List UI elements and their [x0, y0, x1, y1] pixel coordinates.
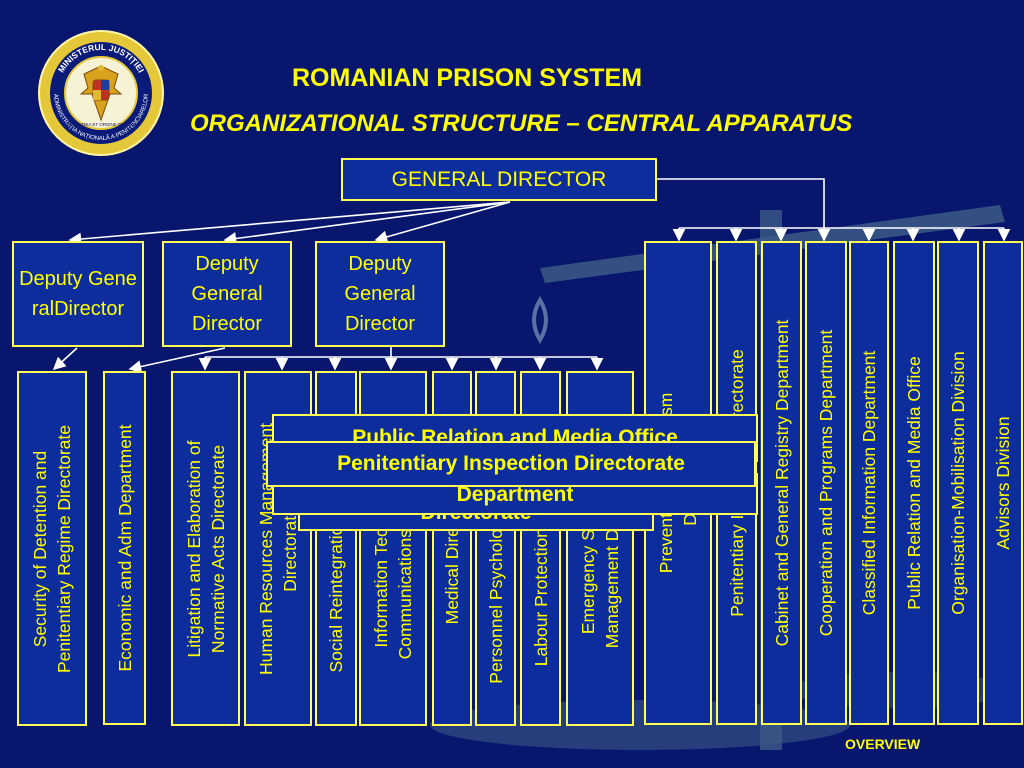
organisation-mobilisation-box[interactable]: Organisation-Mobilisation Division: [937, 241, 979, 725]
department-label: Economic and Adm Department: [114, 424, 135, 672]
deputy-general-director-2-box[interactable]: Deputy General Director: [162, 241, 292, 347]
logo-motto: PRO PATRIA ET ORDINE PUBLICA: [65, 122, 138, 127]
department-label: Cabinet and General Registry Department: [771, 319, 792, 647]
coat-of-arms-icon: [79, 65, 123, 122]
ministry-logo: MINISTERUL JUSTIȚIEI ADMINISTRAȚIA NAȚIO…: [36, 28, 166, 158]
department-label: Public Relation and Media Office: [904, 356, 924, 610]
deputy-3-label: Deputy General Director: [344, 253, 416, 335]
deputy-2-label: Deputy General Director: [191, 253, 263, 335]
page-subtitle: ORGANIZATIONAL STRUCTURE – CENTRAL APPAR…: [190, 110, 853, 137]
department-label: Advisors Division: [993, 416, 1013, 550]
page-title: ROMANIAN PRISON SYSTEM: [292, 64, 643, 92]
classified-information-box[interactable]: Classified Information Department: [849, 241, 889, 725]
deputy-general-director-1-box[interactable]: Deputy GeneralDirector: [12, 241, 144, 347]
public-relation-media-box[interactable]: Public Relation and Media Office: [893, 241, 935, 725]
deputy-1-label: Deputy GeneralDirector: [19, 268, 137, 320]
advisors-division-box[interactable]: Advisors Division: [983, 241, 1023, 725]
department-label: Organisation-Mobilisation Division: [948, 351, 968, 615]
overlay-penitentiary-inspection-box: Penitentiary Inspection Directorate: [266, 441, 756, 487]
department-label: Cooperation and Programs Department: [816, 329, 836, 637]
cabinet-general-registry-box[interactable]: Cabinet and General Registry Department: [761, 241, 802, 725]
general-director-box[interactable]: GENERAL DIRECTOR: [341, 158, 657, 201]
cooperation-programs-box[interactable]: Cooperation and Programs Department: [805, 241, 847, 725]
economic-and-adm-box[interactable]: Economic and Adm Department: [103, 371, 146, 725]
department-label: Classified Information Department: [859, 350, 879, 616]
deputy-general-director-3-box[interactable]: Deputy General Director: [315, 241, 445, 347]
